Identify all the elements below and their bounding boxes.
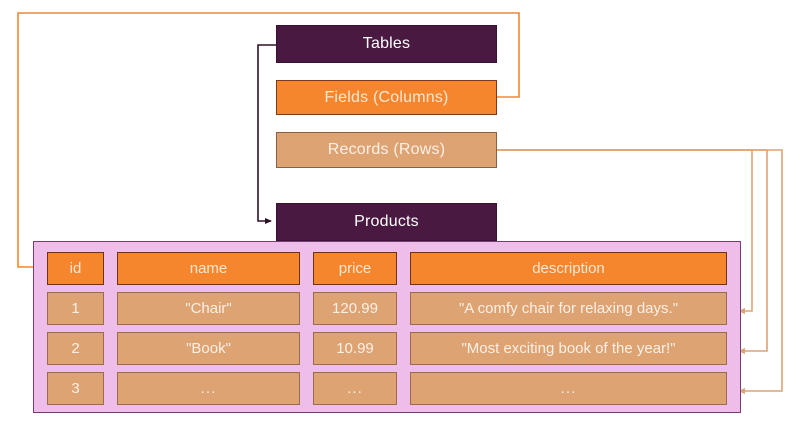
cell-name-value: ... xyxy=(200,380,217,397)
column-header-id[interactable]: id xyxy=(47,252,104,285)
column-header-description[interactable]: description xyxy=(410,252,727,285)
products-table-panel: id name price description 1 "Chair" 120.… xyxy=(33,241,741,413)
node-records[interactable]: Records (Rows) xyxy=(276,132,497,168)
node-fields[interactable]: Fields (Columns) xyxy=(276,80,497,115)
cell-id-value: 2 xyxy=(71,340,80,357)
node-tables-label: Tables xyxy=(362,35,411,52)
node-products-label: Products xyxy=(354,213,419,230)
column-header-id-label: id xyxy=(69,260,82,277)
cell-name-value: "Book" xyxy=(186,340,231,357)
node-products-table-title[interactable]: Products xyxy=(276,203,497,241)
cell-price[interactable]: 10.99 xyxy=(313,332,397,365)
cell-price-value: 120.99 xyxy=(332,300,378,317)
cell-description-value: "A comfy chair for relaxing days." xyxy=(458,300,679,317)
cell-id[interactable]: 1 xyxy=(47,292,104,325)
cell-price-value: 10.99 xyxy=(336,340,374,357)
cell-id[interactable]: 3 xyxy=(47,372,104,405)
table-row[interactable]: 2 "Book" 10.99 "Most exciting book of th… xyxy=(47,332,727,365)
column-header-price[interactable]: price xyxy=(313,252,397,285)
connector-tables-to-products xyxy=(257,44,276,224)
column-header-price-label: price xyxy=(338,260,372,277)
column-header-name[interactable]: name xyxy=(117,252,300,285)
cell-description[interactable]: "Most exciting book of the year!" xyxy=(410,332,727,365)
node-tables[interactable]: Tables xyxy=(276,25,497,63)
cell-description[interactable]: ... xyxy=(410,372,727,405)
table-row[interactable]: 3 ... ... ... xyxy=(47,372,727,405)
column-header-description-label: description xyxy=(532,260,605,277)
cell-name[interactable]: "Book" xyxy=(117,332,300,365)
cell-description[interactable]: "A comfy chair for relaxing days." xyxy=(410,292,727,325)
cell-price-value: ... xyxy=(347,380,363,397)
cell-name[interactable]: "Chair" xyxy=(117,292,300,325)
cell-id-value: 3 xyxy=(71,380,80,397)
cell-name-value: "Chair" xyxy=(185,300,232,317)
table-header-row: id name price description xyxy=(47,252,727,285)
node-fields-label: Fields (Columns) xyxy=(324,88,449,106)
cell-price[interactable]: 120.99 xyxy=(313,292,397,325)
table-row[interactable]: 1 "Chair" 120.99 "A comfy chair for rela… xyxy=(47,292,727,325)
column-header-name-label: name xyxy=(189,260,228,277)
cell-description-value: "Most exciting book of the year!" xyxy=(461,340,676,357)
node-records-label: Records (Rows) xyxy=(327,141,446,158)
cell-id[interactable]: 2 xyxy=(47,332,104,365)
cell-price[interactable]: ... xyxy=(313,372,397,405)
cell-description-value: ... xyxy=(560,380,577,397)
cell-name[interactable]: ... xyxy=(117,372,300,405)
cell-id-value: 1 xyxy=(71,300,80,317)
